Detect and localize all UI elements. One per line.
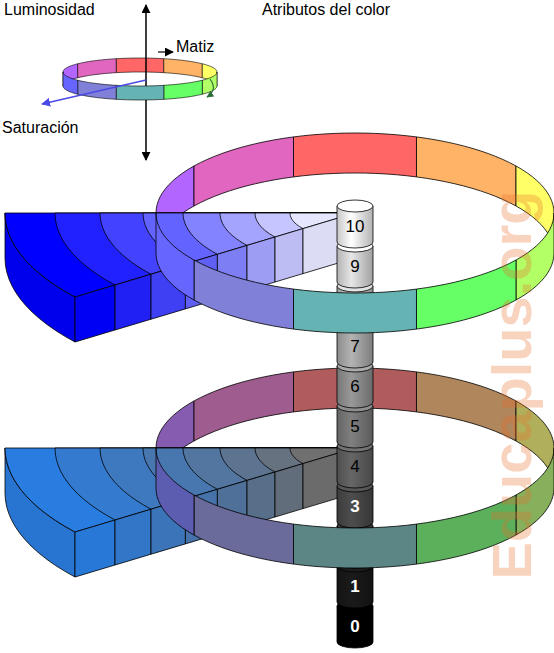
hue-ring-segment <box>63 72 78 94</box>
hue-ring-segment <box>78 80 117 99</box>
luminosity-axis <box>145 5 147 160</box>
wedge-step-front <box>115 509 151 565</box>
hue-ring-segment <box>194 260 294 329</box>
wedge-step-front <box>75 285 115 342</box>
value-cylinder <box>337 200 373 648</box>
wedge-step-front <box>303 217 341 273</box>
value-number: 6 <box>350 377 359 397</box>
hue-ring-segment <box>78 59 117 78</box>
hue-ring-segment <box>156 213 194 300</box>
value-number: 9 <box>350 257 359 277</box>
value-number: 3 <box>350 497 359 517</box>
value-number: 5 <box>350 417 359 437</box>
wedge-step-front <box>275 464 303 517</box>
value-number: 4 <box>350 457 359 477</box>
wedge-step-front <box>303 452 341 508</box>
value-number: 0 <box>350 617 359 637</box>
axis-label: Saturación <box>2 119 79 137</box>
hue-ring-segment <box>202 72 217 94</box>
value-step-top <box>337 200 373 212</box>
hue-ring-segment <box>116 58 164 73</box>
hue-ring-segment <box>194 495 294 564</box>
wedge-step-front <box>75 520 115 577</box>
saturation-arrow <box>42 80 146 104</box>
hue-ring-segment <box>294 133 417 177</box>
hue-ring-segment <box>156 448 194 535</box>
hue-ring-segment <box>164 59 203 78</box>
hue-ring-segment <box>294 524 417 568</box>
wedge-step-front <box>275 229 303 282</box>
attributes-icon <box>42 5 217 160</box>
axis-label: Matiz <box>176 38 214 56</box>
hue-arrow <box>158 51 173 52</box>
watermark: Educaplus.org <box>480 191 544 580</box>
hue-ring-segment <box>194 137 294 206</box>
wedge-step-front <box>115 274 151 330</box>
hue-ring-segment <box>194 372 294 441</box>
hue-ring-segment <box>294 289 417 333</box>
hue-ring-segment <box>164 80 203 99</box>
hue-ring-segment <box>116 85 164 100</box>
value-number: 10 <box>346 217 365 237</box>
value-number: 7 <box>350 337 359 357</box>
axis-label: Luminosidad <box>4 1 95 19</box>
diagram-title: Atributos del color <box>262 1 390 19</box>
value-number: 1 <box>350 577 359 597</box>
hue-curved-arrow <box>207 79 213 97</box>
